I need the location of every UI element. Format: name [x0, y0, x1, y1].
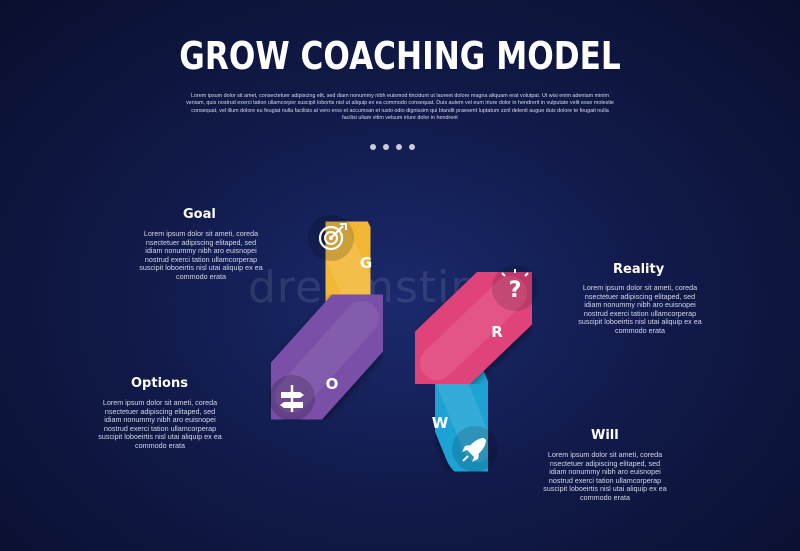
question-bulb-icon: ? [492, 265, 538, 311]
letter-w: W [432, 414, 449, 432]
svg-text:?: ? [509, 278, 522, 303]
will-description: Lorem ipsum dolor sit ameti, coreda nsec… [543, 450, 667, 502]
target-icon [308, 215, 354, 261]
options-description: Lorem ipsum dolor sit ameti, coreda nsec… [98, 398, 222, 450]
dot [409, 144, 415, 150]
letter-o: O [326, 375, 339, 393]
reality-title: Reality [613, 262, 665, 277]
options-title: Options [131, 376, 188, 391]
capsule-options [254, 280, 400, 434]
rocket-icon [452, 426, 498, 472]
letter-r: R [491, 323, 503, 341]
pagination-dots [370, 144, 430, 152]
signpost-icon [269, 375, 315, 421]
reality-description: Lorem ipsum dolor sit ameti, coreda nsec… [578, 283, 702, 335]
intro-paragraph: Lorem ipsum dolor sit amet, consectetuer… [186, 93, 614, 121]
capsule-reality [399, 255, 548, 401]
dot [396, 144, 402, 150]
dot [370, 144, 376, 150]
goal-title: Goal [183, 207, 216, 222]
dot [383, 144, 389, 150]
letter-g: G [360, 254, 372, 272]
page-title: GROW COACHING MODEL [179, 34, 621, 78]
goal-description: Lorem ipsum dolor sit ameti, coreda nsec… [139, 229, 263, 281]
will-title: Will [591, 428, 619, 443]
